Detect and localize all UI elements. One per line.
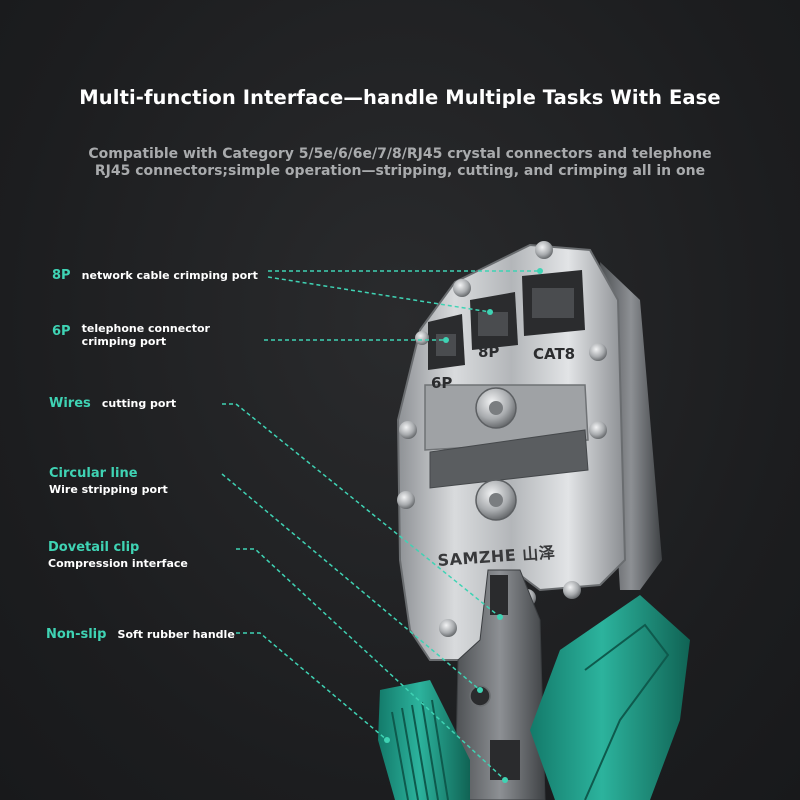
engraving-6p: 6P bbox=[431, 374, 452, 392]
feature-8p: 8P network cable crimping port bbox=[52, 264, 258, 283]
tool-jaw bbox=[454, 569, 546, 800]
feature-6p-desc-line-2: crimping port bbox=[81, 335, 167, 348]
leader-endpoints bbox=[384, 268, 543, 783]
feature-dovetail-clip-desc: Compression interface bbox=[48, 557, 188, 570]
handle-right-ridge bbox=[584, 623, 670, 800]
leader-line-wires bbox=[222, 403, 501, 618]
feature-6p: 6P telephone connector crimping port bbox=[52, 322, 210, 348]
leader-line-nonslip bbox=[236, 632, 388, 741]
feature-8p-keyword: 8P bbox=[52, 268, 71, 283]
leader-line-dovetail bbox=[236, 548, 506, 781]
feature-circular-line-keyword: Circular line bbox=[49, 466, 138, 481]
feature-wires-keyword: Wires bbox=[49, 396, 91, 411]
feature-circular-line: Circular line Wire stripping port bbox=[49, 465, 168, 497]
feature-8p-desc: network cable crimping port bbox=[81, 269, 258, 282]
feature-non-slip: Non-slip Soft rubber handle bbox=[46, 623, 235, 642]
pivot-screw-lower bbox=[475, 479, 517, 521]
feature-6p-keyword: 6P bbox=[52, 324, 71, 339]
leader-line-circular bbox=[221, 473, 481, 691]
port-cat8 bbox=[522, 270, 585, 336]
feature-non-slip-keyword: Non-slip bbox=[46, 627, 107, 642]
leader-line-8p-b bbox=[267, 276, 491, 313]
handle-left-grip bbox=[391, 699, 449, 800]
headline: Multi-function Interface—handle Multiple… bbox=[79, 86, 721, 109]
pivot-screw-upper bbox=[475, 387, 517, 429]
engraving-8p: 8P bbox=[478, 343, 499, 361]
port-8p bbox=[470, 292, 518, 350]
feature-dovetail-clip-keyword: Dovetail clip bbox=[48, 540, 140, 555]
feature-dovetail-clip: Dovetail clip Compression interface bbox=[48, 539, 188, 571]
feature-6p-desc: telephone connector crimping port bbox=[82, 322, 210, 348]
feature-wires-desc: cutting port bbox=[101, 397, 177, 410]
feature-non-slip-desc: Soft rubber handle bbox=[117, 628, 235, 641]
feature-6p-desc-line-1: telephone connector bbox=[81, 322, 210, 335]
feature-wires: Wires cutting port bbox=[49, 392, 176, 411]
engraving-cat8: CAT8 bbox=[533, 345, 575, 363]
handle-right bbox=[530, 595, 690, 800]
handle-left bbox=[378, 680, 470, 800]
subtitle: Compatible with Category 5/5e/6/6e/7/8/R… bbox=[60, 146, 740, 180]
leader-lines bbox=[221, 270, 540, 781]
cutting-slot bbox=[429, 429, 589, 489]
feature-circular-line-desc: Wire stripping port bbox=[49, 483, 168, 496]
subtitle-line-1: Compatible with Category 5/5e/6/6e/7/8/R… bbox=[88, 146, 712, 162]
subtitle-line-2: RJ45 connectors;simple operation—strippi… bbox=[94, 163, 706, 179]
